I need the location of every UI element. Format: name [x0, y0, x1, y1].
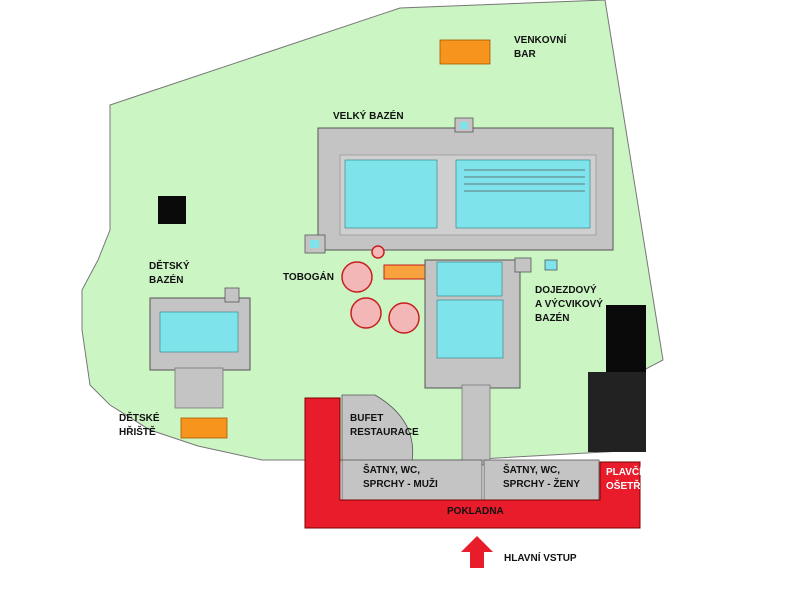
satny-zeny-area	[483, 459, 600, 501]
main-building	[304, 397, 641, 529]
right-dark-building-2	[588, 372, 646, 452]
dojezdovy-post	[514, 257, 532, 273]
velky-bazen-water-right	[455, 159, 591, 229]
label-hlavni-vstup: HLAVNÍ VSTUP	[504, 553, 577, 564]
dojezdovy-bazen-water	[436, 299, 504, 359]
detsky-bazen-post	[224, 287, 240, 303]
label-satny-muzi: ŠATNY, WC,SPRCHY - MUŽI	[363, 465, 438, 490]
tobogan-structure	[341, 245, 420, 334]
label-plavcik: PLAVČÍK,OŠETŘOVNA	[606, 467, 670, 492]
velky-bazen-top-post-inner	[460, 122, 468, 129]
dojezdovy-bazen-water-top	[436, 261, 503, 297]
walkway	[461, 384, 491, 466]
velky-bazen-left-post-inner	[310, 240, 319, 248]
label-velky-bazen: VELKÝ BAZÉN	[333, 111, 404, 122]
velky-bazen-lanes	[464, 169, 585, 192]
velky-bazen-water-left	[344, 159, 438, 229]
dojezdovy-post-2	[544, 259, 558, 271]
label-tobogan: TOBOGÁN	[283, 272, 334, 283]
entrance-arrow-icon	[461, 536, 493, 568]
dark-block	[158, 196, 186, 224]
label-satny-zeny: ŠATNY, WC,SPRCHY - ŽENY	[503, 465, 581, 490]
label-pokladna: POKLADNA	[447, 506, 504, 517]
detsky-bazen-path	[174, 367, 224, 409]
satny-muzi-area	[341, 459, 483, 501]
detsky-bazen-water	[159, 311, 239, 353]
detske-hriste-area	[180, 417, 228, 439]
venkovni-bar-area	[439, 39, 491, 65]
